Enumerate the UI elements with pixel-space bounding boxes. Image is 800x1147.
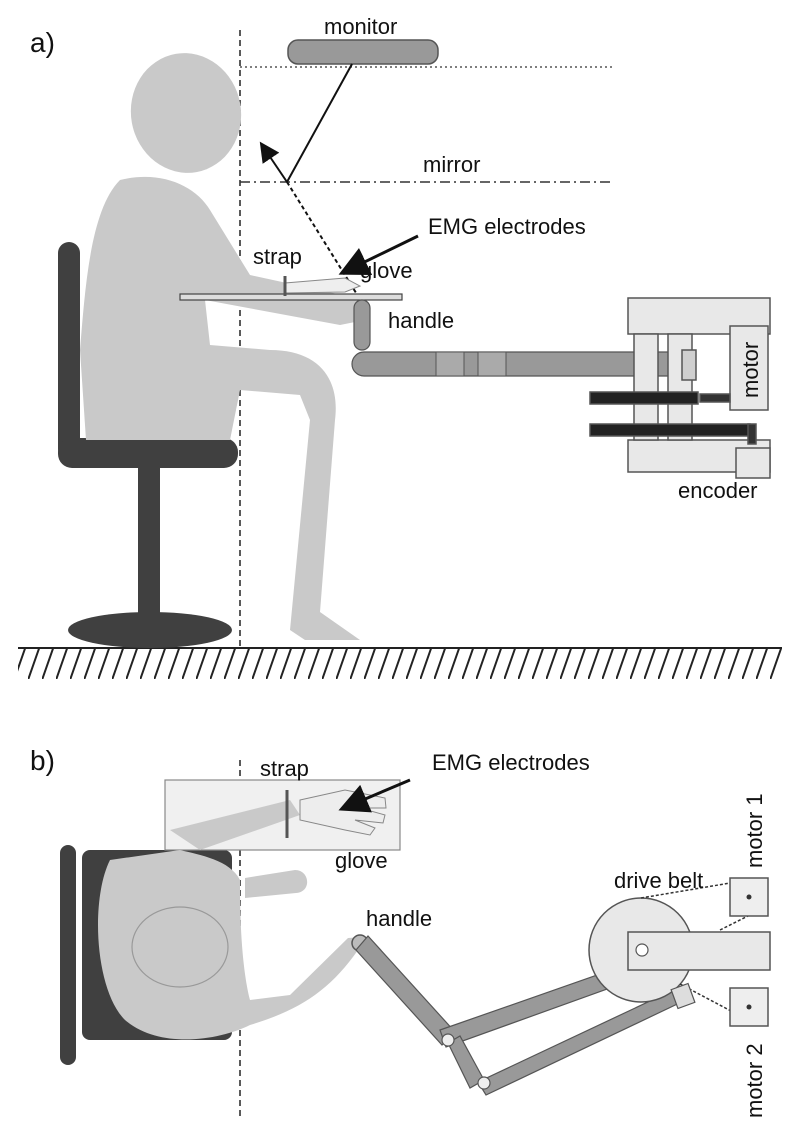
robot-linkage-top: [355, 935, 691, 1096]
panel-a-label: a): [30, 27, 55, 58]
robot-frame-side: [589, 297, 771, 479]
monitor: [240, 39, 612, 68]
motor-2: [729, 987, 769, 1027]
panel-b-label: b): [30, 745, 55, 776]
glove-label-b: glove: [335, 848, 388, 873]
virtual-hand-ray: [286, 181, 359, 297]
strap-label-a: strap: [253, 244, 302, 269]
base-pivot: [635, 943, 649, 957]
link-joint: [670, 982, 696, 1010]
monitor-label: monitor: [324, 14, 397, 39]
motor-1: [729, 877, 769, 917]
emg-label-b: EMG electrodes: [432, 750, 590, 775]
mirror-label: mirror: [423, 152, 480, 177]
emg-label-a: EMG electrodes: [428, 214, 586, 239]
motor-label-a: motor: [738, 342, 763, 398]
chair-side: [58, 242, 238, 648]
panel-a: a) monitor mirror: [18, 14, 782, 679]
handle-label-b: handle: [366, 906, 432, 931]
arm-platform-side: [179, 276, 403, 301]
panel-b: b) strap EMG electrodes glove handle: [30, 745, 771, 1120]
motor2-label: motor 2: [742, 1043, 767, 1118]
encoder-label: encoder: [678, 478, 758, 503]
monitor-reflection-ray: [286, 63, 353, 183]
person-top: [98, 789, 387, 1040]
person-side: [80, 53, 365, 641]
floor: [18, 647, 782, 679]
handle-side: [353, 299, 371, 351]
robot-arm-side: [351, 351, 688, 377]
strap-label-b: strap: [260, 756, 309, 781]
emg-pointer-b: [338, 778, 411, 813]
drive-belt-label: drive belt: [614, 868, 703, 893]
robot-base-bar: [627, 931, 771, 971]
emg-pointer-a: [338, 234, 419, 275]
motor1-label: motor 1: [742, 793, 767, 868]
handle-label-a: handle: [388, 308, 454, 333]
eye-view-ray: [259, 141, 288, 183]
